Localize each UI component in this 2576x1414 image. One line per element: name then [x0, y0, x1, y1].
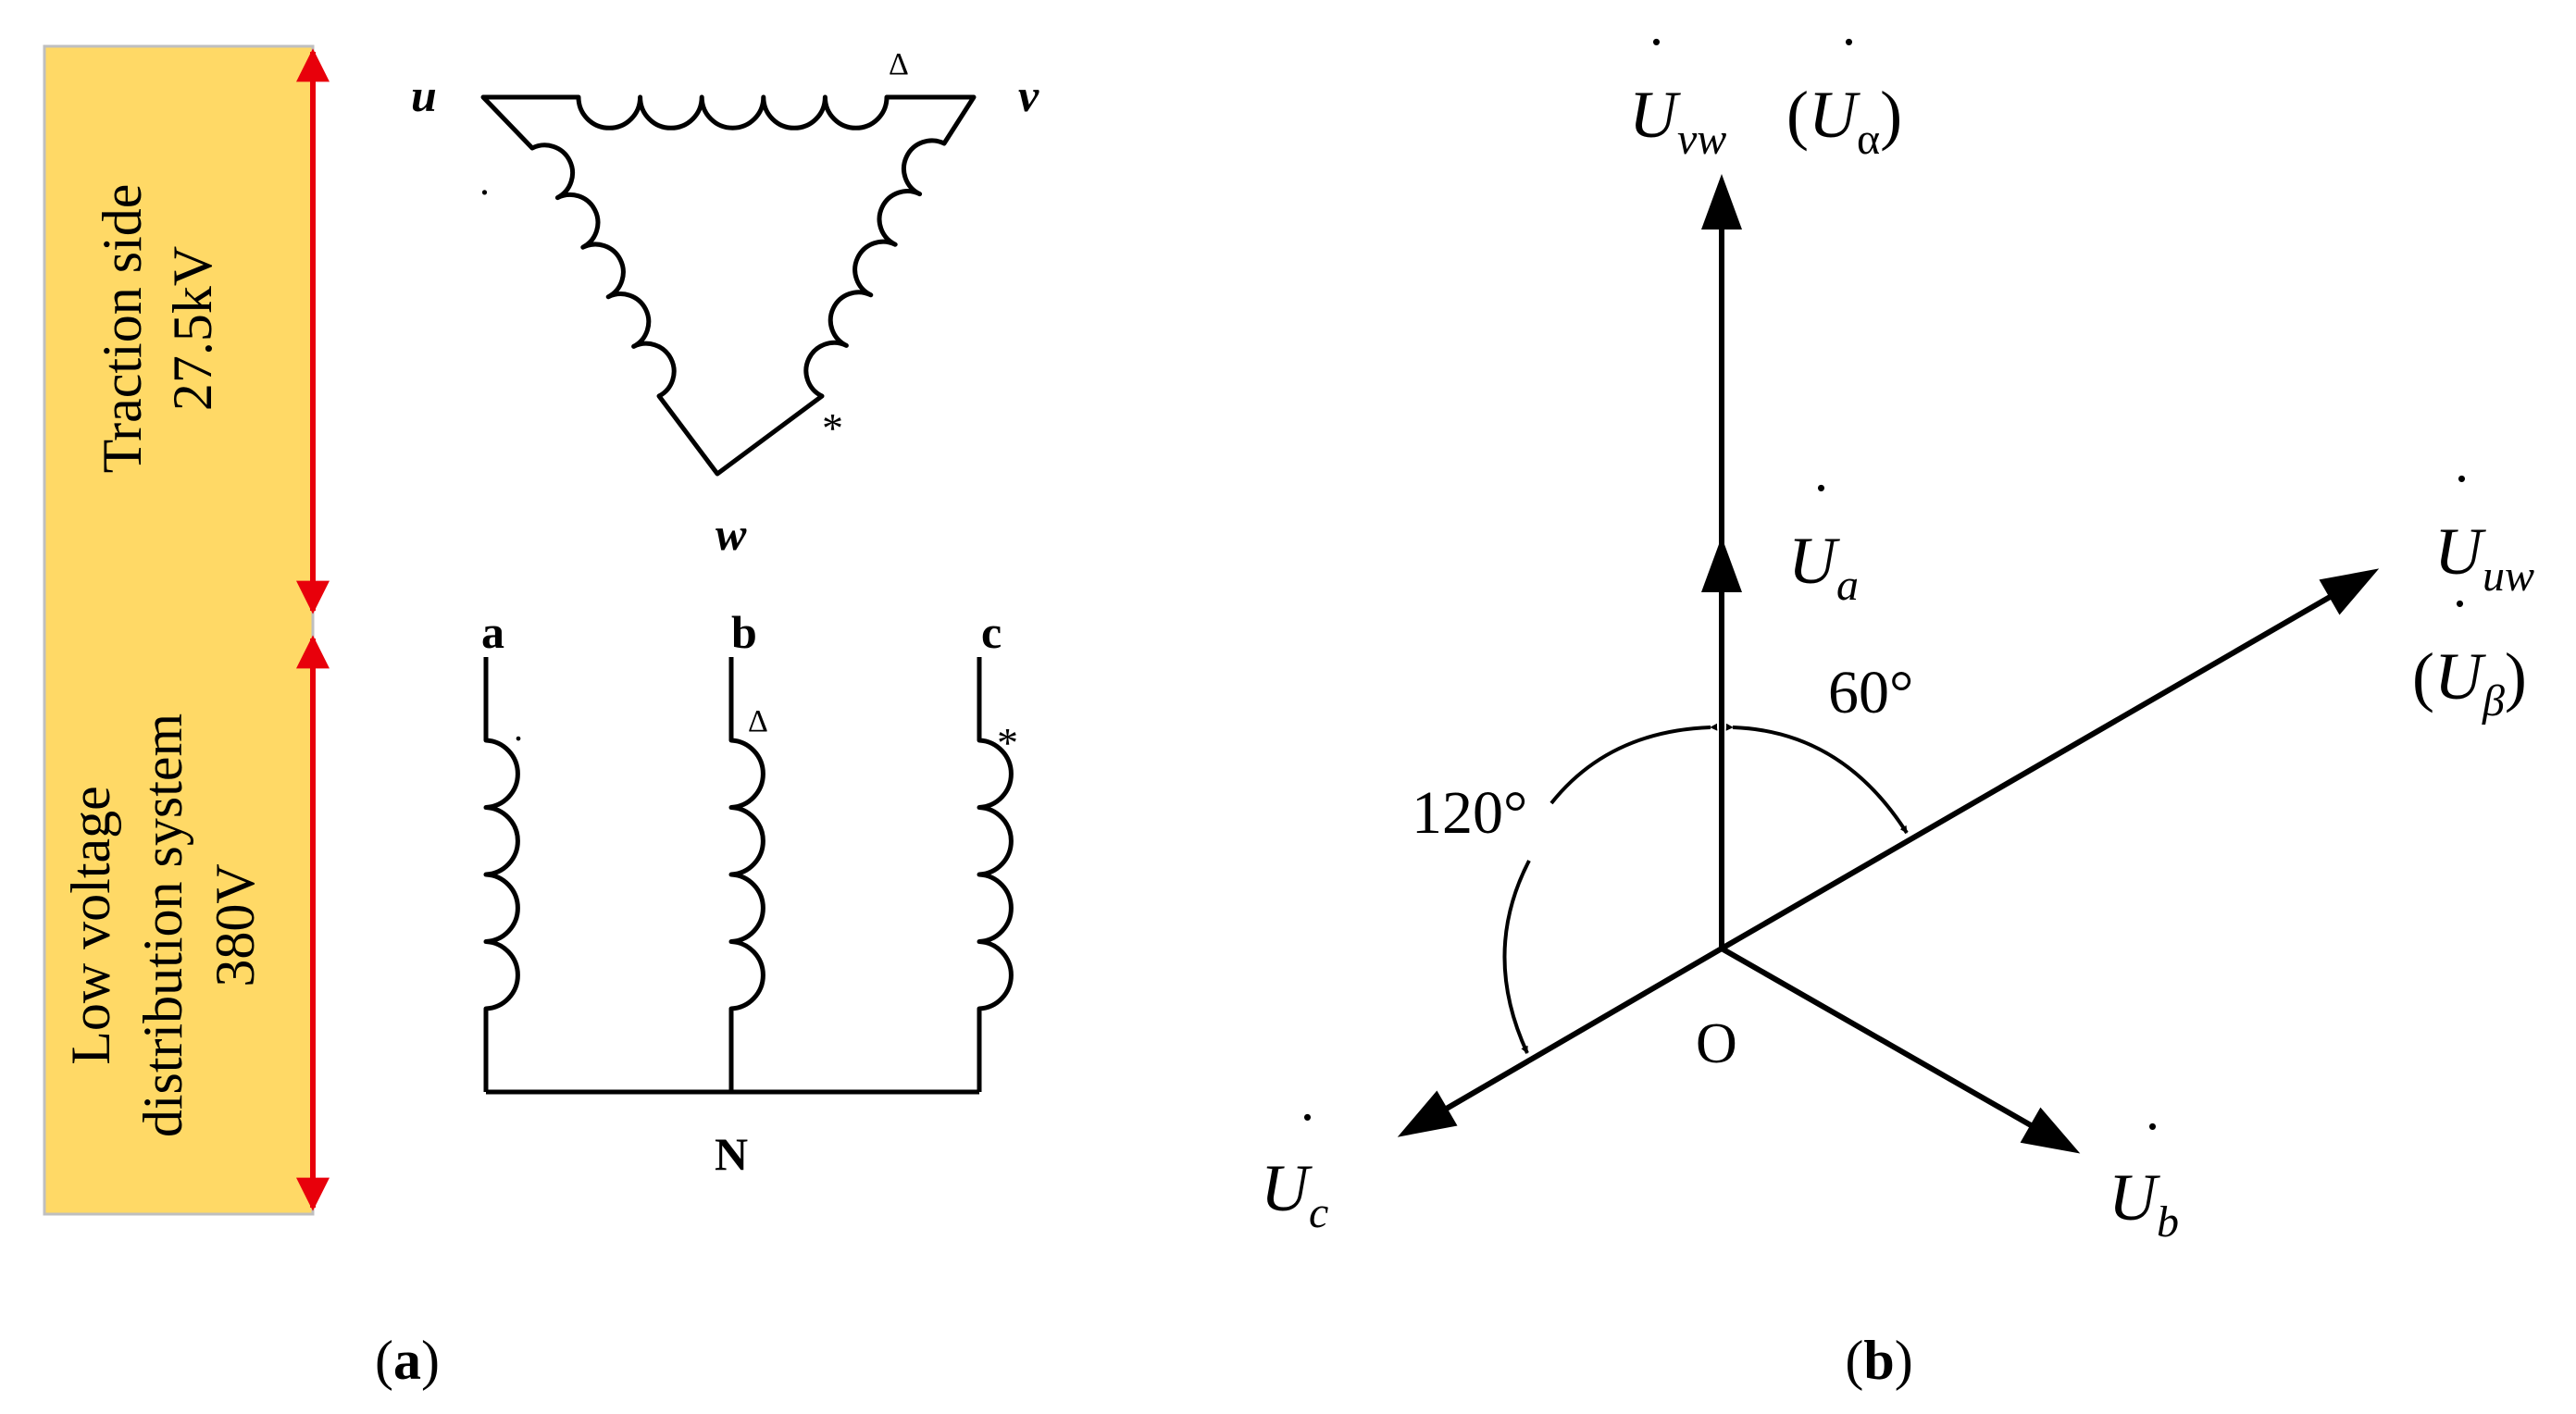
- terminal-neutral: N: [715, 1128, 748, 1180]
- voltage-side-band: [43, 44, 315, 1216]
- coil-c: [977, 657, 1014, 1092]
- low-voltage-label: Low voltage distribution system 380V: [60, 713, 266, 1137]
- label-ua: . Ua: [1788, 441, 1859, 610]
- label-ubeta-text: (Uβ): [2412, 639, 2527, 726]
- coil-b: [728, 657, 765, 1092]
- label-ub-dot: .: [2146, 1080, 2159, 1141]
- angle-120-arc-upper: [1549, 723, 1718, 805]
- coil-c-star-mark: *: [997, 719, 1018, 766]
- label-uuw-dot: .: [2455, 432, 2469, 493]
- angle-120-label: 120°: [1412, 779, 1527, 847]
- label-uvw-text: Uvw: [1629, 78, 1726, 164]
- angle-60-label: 60°: [1828, 659, 1913, 726]
- label-ualpha-dot: .: [1842, 0, 1856, 56]
- label-uuw-text: Uuw: [2434, 515, 2534, 601]
- coil-a-dot-mark: .: [514, 707, 523, 749]
- label-uc: . Uc: [1261, 1071, 1328, 1237]
- panel-a: Traction side 27.5kV Low voltage distrib…: [43, 44, 1039, 1391]
- angle-120-arc-lower: [1502, 860, 1531, 1054]
- terminal-u: u: [411, 69, 437, 121]
- coil-a: [483, 657, 520, 1092]
- caption-a: (a): [375, 1330, 440, 1391]
- low-voltage-line2: distribution system: [132, 713, 193, 1137]
- label-uvw: . Uvw . (Uα): [1629, 0, 1902, 164]
- label-ua-dot: .: [1814, 441, 1828, 502]
- angle-60-arc: [1725, 723, 1909, 835]
- label-uvw-dot: .: [1649, 0, 1663, 56]
- low-voltage-line1: Low voltage: [60, 786, 121, 1065]
- traction-side-line1: Traction side: [92, 184, 153, 474]
- delta-star-mark: *: [822, 404, 843, 452]
- delta-dot-mark: .: [479, 158, 490, 204]
- coil-b-triangle-mark: Δ: [748, 704, 768, 738]
- traction-side-label: Traction side 27.5kV: [92, 184, 223, 474]
- terminal-b: b: [731, 606, 757, 658]
- terminal-v: v: [1018, 69, 1039, 121]
- caption-b: (b): [1845, 1330, 1912, 1391]
- delta-winding: [480, 94, 977, 477]
- phasor-ub-arrowhead: [2020, 1107, 2081, 1154]
- label-uc-text: Uc: [1261, 1151, 1328, 1237]
- panel-b: 60° 120° O . Uvw . (Uα) . Ua . Uuw . (Uβ…: [1261, 0, 2534, 1391]
- low-voltage-line3: 380V: [205, 863, 266, 986]
- phasor-uuw-arrowhead: [2319, 568, 2380, 615]
- terminal-a: a: [481, 606, 504, 658]
- label-uc-dot: .: [1300, 1071, 1314, 1132]
- label-ua-text: Ua: [1788, 524, 1859, 610]
- origin-label: O: [1696, 1012, 1737, 1075]
- traction-side-line2: 27.5kV: [162, 246, 223, 411]
- label-ualpha-text: (Uα): [1786, 78, 1902, 164]
- terminal-w: w: [716, 508, 747, 560]
- phasor-ua-arrowhead: [1701, 537, 1742, 592]
- terminal-c: c: [981, 606, 1002, 658]
- star-winding: [483, 657, 1014, 1095]
- label-ubeta-dot: .: [2453, 557, 2467, 618]
- phasor-uc-arrowhead: [1397, 1090, 1458, 1137]
- phasor-ub-line: [1720, 946, 2052, 1139]
- delta-winding-path: [480, 94, 977, 477]
- label-ub-text: Ub: [2109, 1160, 2179, 1247]
- phasor-uuw-line: [1720, 583, 2351, 951]
- phasor-uc-line: [1425, 946, 1724, 1123]
- label-uuw: . Uuw . (Uβ): [2412, 432, 2534, 726]
- phasor-uvw-arrowhead: [1701, 174, 1742, 229]
- delta-triangle-mark: Δ: [889, 47, 909, 81]
- label-ub: . Ub: [2109, 1080, 2179, 1247]
